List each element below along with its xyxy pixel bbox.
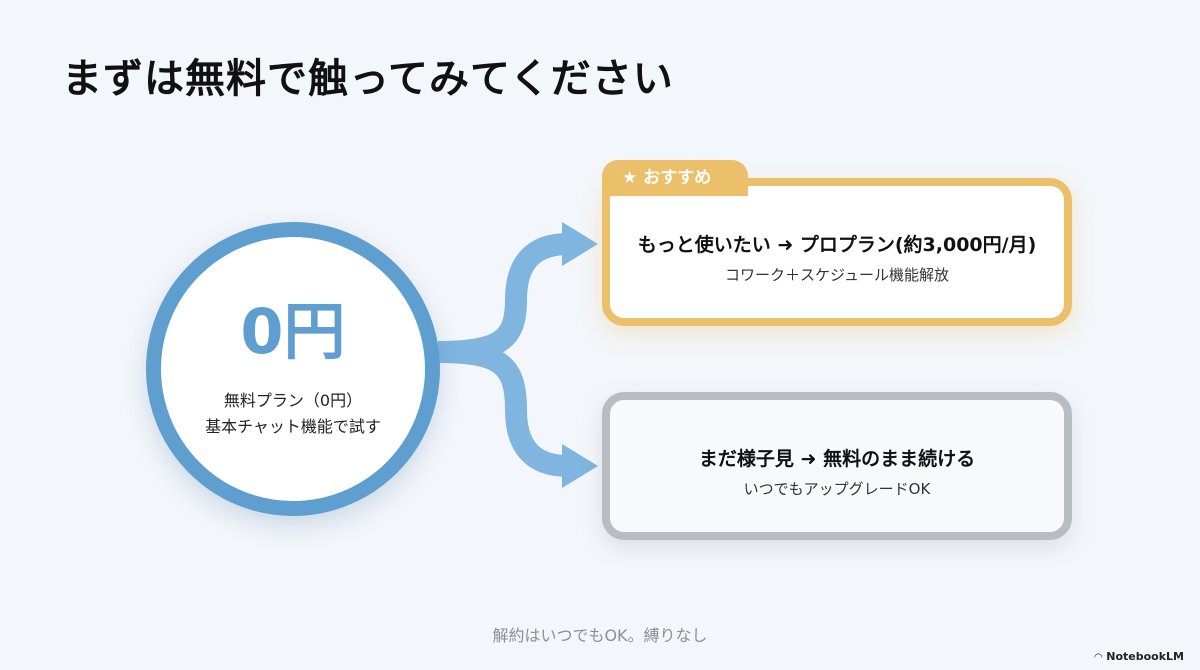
arrow-head-lower	[562, 444, 598, 488]
plan-name: 無料プラン（0円）	[223, 391, 363, 410]
pro-plan-card: もっと使いたい ➜ プロプラン(約3,000円/月) コワーク＋スケジュール機能…	[602, 178, 1072, 326]
recommend-badge-label: おすすめ	[643, 168, 712, 188]
star-icon: ★	[622, 168, 638, 188]
page-title: まずは無料で触ってみてください	[62, 56, 674, 102]
free-plan-subtext: いつでもアップグレードOK	[743, 480, 931, 498]
branch-upper	[505, 233, 569, 301]
brand-label: NotebookLM	[1106, 650, 1184, 663]
notebooklm-logo-icon: ◠	[1094, 652, 1103, 663]
free-plan-circle: 0円 無料プラン（0円） 基本チャット機能で試す	[146, 222, 440, 516]
free-plan-card: まだ様子見 ➜ 無料のまま続ける いつでもアップグレードOK	[602, 392, 1072, 540]
plan-description: 基本チャット機能で試す	[205, 417, 381, 436]
recommend-badge: ★おすすめ	[602, 160, 748, 196]
arrow-head-upper	[562, 222, 598, 266]
pro-plan-subtext: コワーク＋スケジュール機能解放	[725, 266, 949, 284]
pro-plan-heading: もっと使いたい ➜ プロプラン(約3,000円/月)	[637, 234, 1037, 256]
brand-watermark: ◠NotebookLM	[1095, 650, 1184, 663]
branch-lower	[437, 341, 569, 477]
price-label: 0円	[240, 295, 346, 368]
footer-note: 解約はいつでもOK。縛りなし	[492, 626, 708, 645]
free-plan-heading: まだ様子見 ➜ 無料のまま続ける	[698, 448, 976, 470]
